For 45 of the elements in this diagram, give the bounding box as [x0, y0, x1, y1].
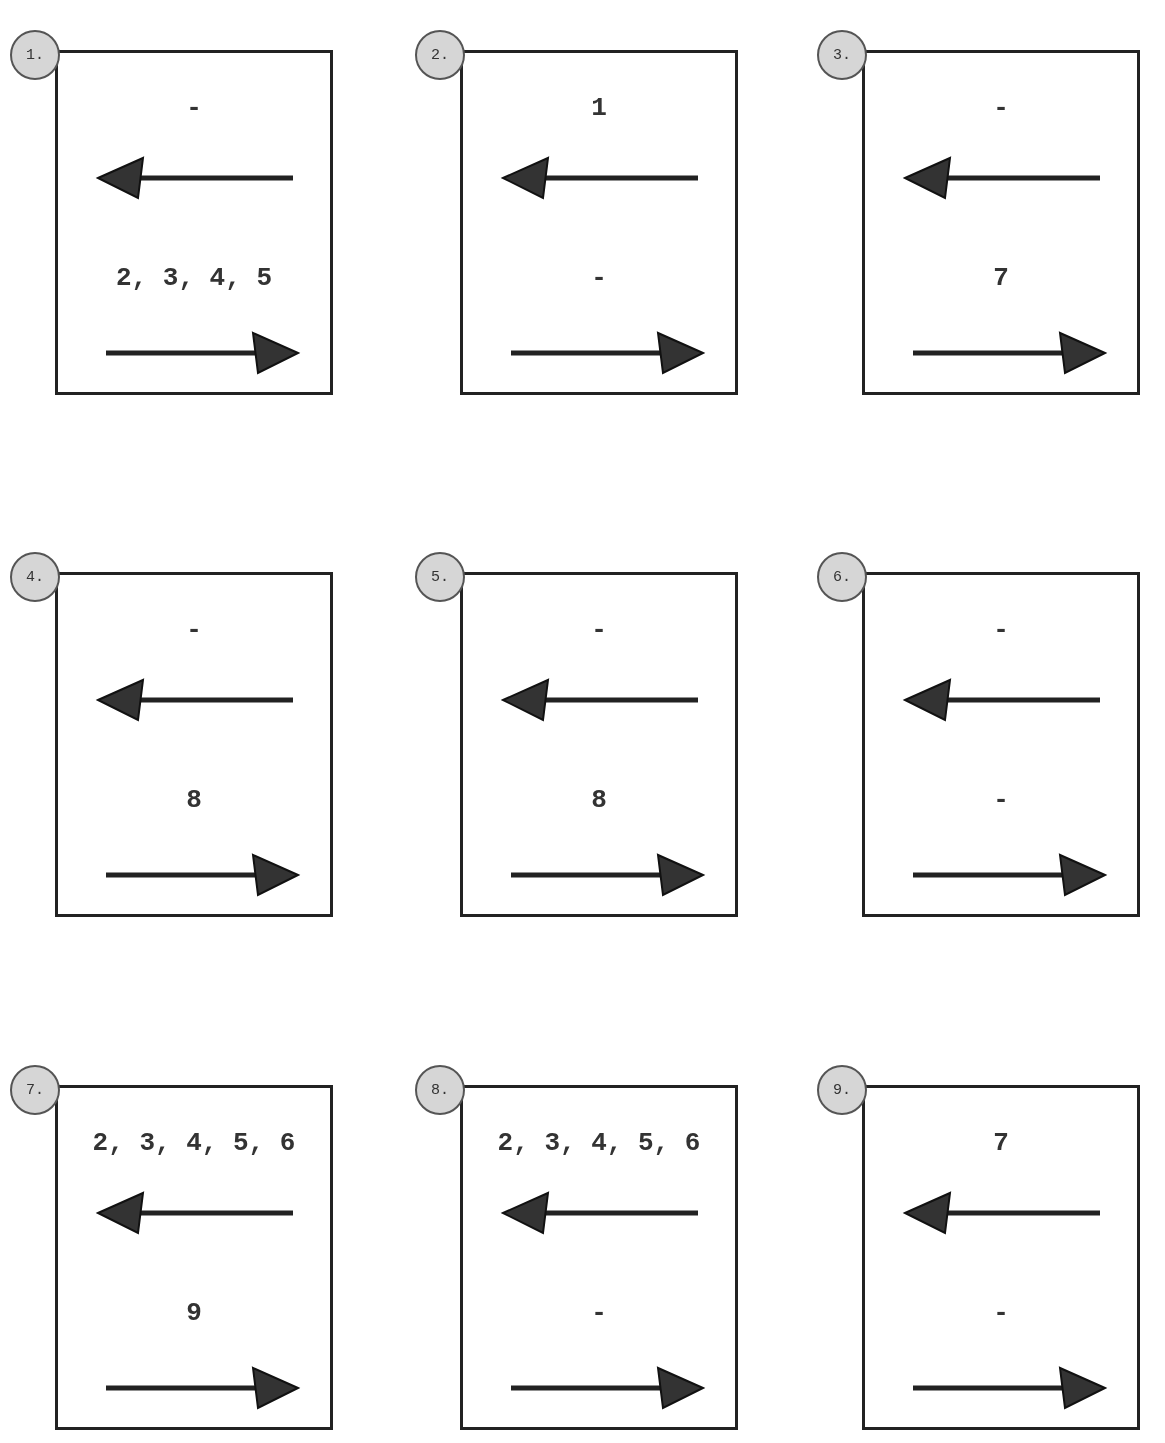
- right-value: -: [591, 1298, 607, 1328]
- left-value: -: [186, 615, 202, 645]
- step-number: 6.: [833, 568, 851, 586]
- left-value: 2, 3, 4, 5, 6: [92, 1128, 296, 1158]
- card: [460, 1085, 738, 1430]
- card: [862, 572, 1140, 917]
- step-number: 3.: [833, 46, 851, 64]
- step-number-badge: [415, 552, 465, 602]
- left-value: -: [993, 615, 1009, 645]
- right-value: -: [591, 263, 607, 293]
- step-number-badge: [415, 30, 465, 80]
- card: [55, 572, 333, 917]
- card: [55, 50, 333, 395]
- left-value: -: [591, 615, 607, 645]
- right-value: 7: [993, 263, 1009, 293]
- left-value: -: [993, 93, 1009, 123]
- left-value: 2, 3, 4, 5, 6: [497, 1128, 701, 1158]
- right-value: 2, 3, 4, 5: [116, 263, 272, 293]
- step-number-badge: [817, 552, 867, 602]
- step-number: 4.: [26, 568, 44, 586]
- card: [862, 50, 1140, 395]
- card: [460, 50, 738, 395]
- step-number-badge: [10, 1065, 60, 1115]
- step-number: 8.: [431, 1081, 449, 1099]
- step-number-badge: [10, 552, 60, 602]
- card: [55, 1085, 333, 1430]
- left-value: 7: [993, 1128, 1009, 1158]
- card: [460, 572, 738, 917]
- step-number-badge: [817, 30, 867, 80]
- step-number-badge: [817, 1065, 867, 1115]
- step-number: 1.: [26, 46, 44, 64]
- right-value: -: [993, 785, 1009, 815]
- right-value: -: [993, 1298, 1009, 1328]
- step-number: 2.: [431, 46, 449, 64]
- right-value: 8: [591, 785, 607, 815]
- step-number: 9.: [833, 1081, 851, 1099]
- right-value: 8: [186, 785, 202, 815]
- step-number: 7.: [26, 1081, 44, 1099]
- left-value: 1: [591, 93, 607, 123]
- right-value: 9: [186, 1298, 202, 1328]
- step-number: 5.: [431, 568, 449, 586]
- left-value: -: [186, 93, 202, 123]
- step-number-badge: [10, 30, 60, 80]
- step-number-badge: [415, 1065, 465, 1115]
- card: [862, 1085, 1140, 1430]
